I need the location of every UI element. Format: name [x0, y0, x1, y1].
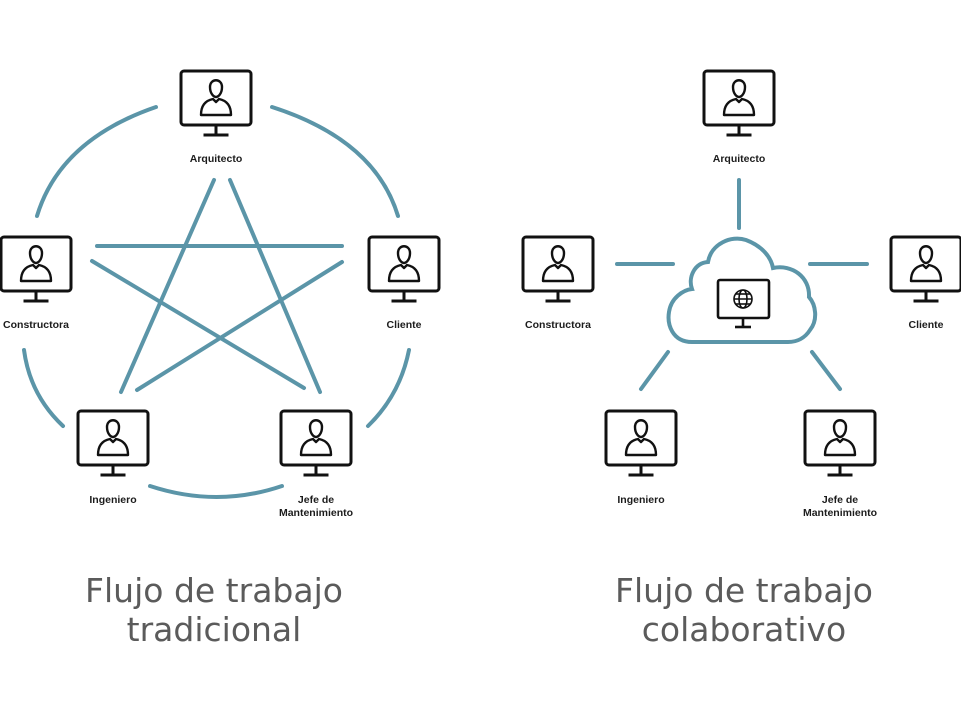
title-line-1: Flujo de trabajo	[615, 571, 873, 610]
node-arquitecto: Arquitecto	[702, 69, 776, 165]
node-label-line1: Jefe de	[298, 494, 334, 506]
collaborative-links	[615, 178, 869, 391]
user-monitor-icon	[179, 69, 253, 137]
link-arquitecto-ingeniero	[119, 178, 216, 394]
node-constructora: Constructora	[0, 235, 73, 331]
cloud-hub	[666, 236, 818, 344]
user-monitor-icon	[367, 235, 441, 303]
node-label-line2: Mantenimiento	[279, 507, 353, 519]
title-line-2: colaborativo	[642, 610, 846, 649]
traditional-star-links	[90, 178, 344, 394]
user-monitor-icon	[76, 409, 150, 477]
node-label: Cliente	[386, 319, 421, 331]
node-ingeniero: Ingeniero	[76, 409, 150, 506]
user-monitor-icon	[803, 409, 877, 477]
node-constructora: Constructora	[521, 235, 595, 331]
collaborative-workflow: Arquitecto Constructora Cliente Ingenier…	[521, 69, 961, 649]
node-ingeniero: Ingeniero	[604, 409, 678, 506]
node-label: Cliente	[908, 319, 943, 331]
link-ingeniero-constructora	[22, 348, 65, 428]
link-constructora-jefe	[90, 259, 306, 390]
user-monitor-icon	[889, 235, 961, 303]
node-label: Arquitecto	[190, 153, 243, 165]
node-label: Constructora	[3, 319, 69, 331]
link-cliente-jefe	[366, 348, 411, 428]
globe-icon	[733, 289, 753, 309]
node-label: Ingeniero	[89, 494, 136, 506]
node-label: Constructora	[525, 319, 591, 331]
node-cliente: Cliente	[367, 235, 441, 331]
collaborative-title: Flujo de trabajo colaborativo	[615, 571, 873, 649]
user-monitor-icon	[702, 69, 776, 137]
link-arquitecto-cliente	[270, 105, 400, 218]
node-label: Arquitecto	[713, 153, 766, 165]
user-monitor-icon	[604, 409, 678, 477]
link-jefe-ingeniero	[148, 484, 284, 499]
user-monitor-icon	[0, 235, 73, 303]
link-arquitecto-jefe	[228, 178, 322, 394]
link-cloud-jefe	[810, 350, 842, 391]
node-jefe-de-mantenimiento: Jefe de Mantenimiento	[803, 409, 877, 519]
link-cloud-ingeniero	[639, 350, 670, 391]
user-monitor-icon	[521, 235, 595, 303]
title-line-1: Flujo de trabajo	[85, 571, 343, 610]
user-monitor-icon	[279, 409, 353, 477]
node-jefe-de-mantenimiento: Jefe de Mantenimiento	[279, 409, 353, 519]
link-constructora-arquitecto	[35, 105, 158, 218]
traditional-workflow: Arquitecto Constructora Cliente Ingenier…	[0, 69, 441, 649]
traditional-ring-links	[22, 105, 411, 499]
link-cliente-ingeniero	[135, 260, 344, 392]
traditional-title: Flujo de trabajo tradicional	[85, 571, 343, 649]
node-arquitecto: Arquitecto	[179, 69, 253, 165]
node-label-line1: Jefe de	[822, 494, 858, 506]
globe-monitor	[716, 278, 771, 329]
node-label-line2: Mantenimiento	[803, 507, 877, 519]
node-cliente: Cliente	[889, 235, 961, 331]
title-line-2: tradicional	[127, 610, 302, 649]
node-label: Ingeniero	[617, 494, 664, 506]
